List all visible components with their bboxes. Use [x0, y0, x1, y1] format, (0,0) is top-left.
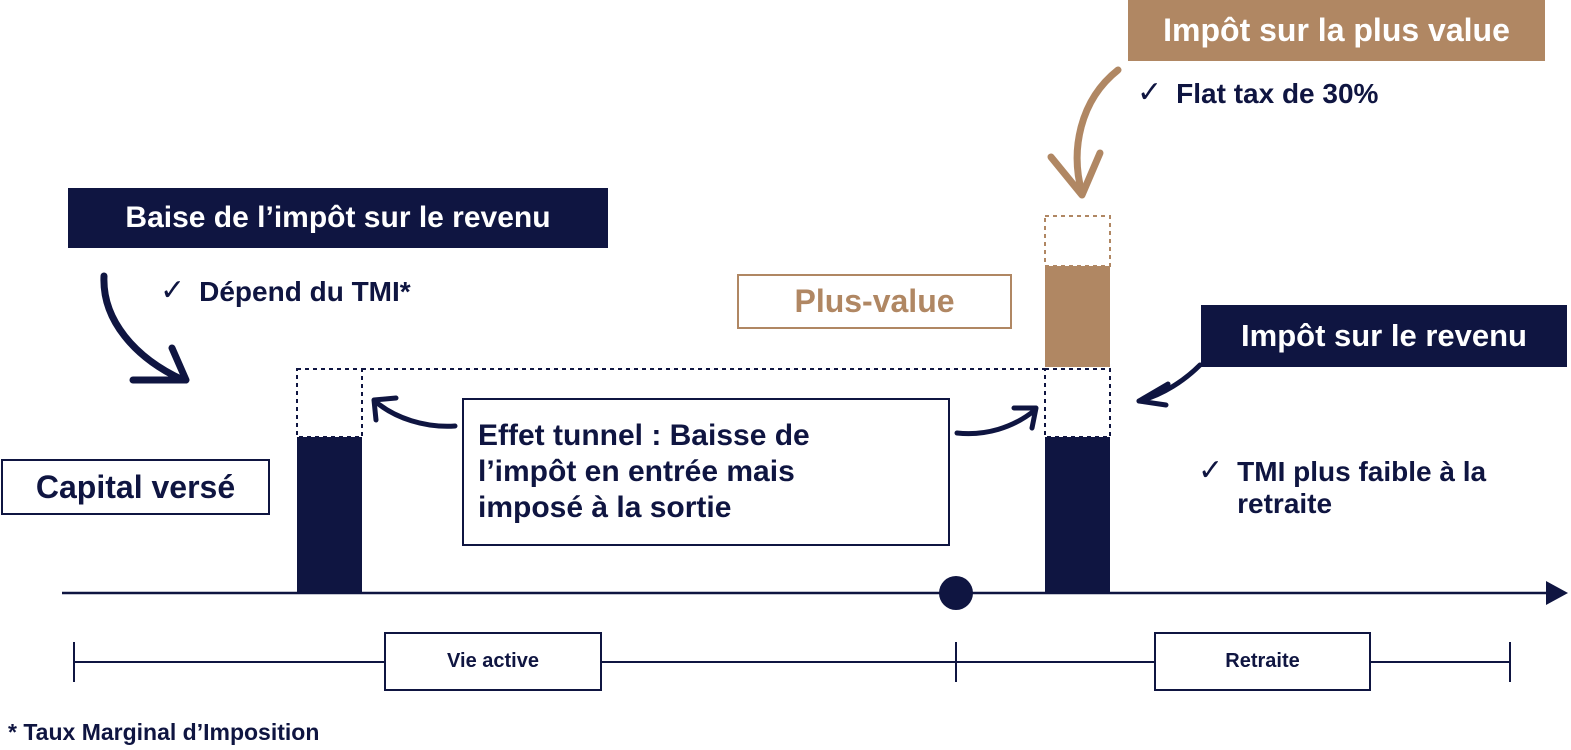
plus-value-label: Plus-value — [794, 283, 955, 319]
flat-tax-item: ✓ Flat tax de 30% — [1137, 78, 1378, 110]
check-icon: ✓ — [160, 274, 186, 307]
check-icon: ✓ — [1137, 76, 1163, 109]
left-tax-saving-dashed — [296, 368, 363, 438]
impot-revenu-box: Impôt sur le revenu — [1201, 305, 1567, 367]
plus-value-box: Plus-value — [737, 274, 1012, 329]
right-capital-bar — [1045, 437, 1110, 593]
tunnel-right-arrow-head-icon — [1011, 405, 1039, 431]
baisse-impot-box: Baise de l’impôt sur le revenu — [68, 188, 608, 248]
depend-tmi-item: ✓ Dépend du TMI* — [160, 276, 411, 308]
axis-arrowhead-icon — [1546, 581, 1568, 605]
retirement-point-icon — [939, 576, 973, 610]
retraite-label-box: Retraite — [1154, 632, 1371, 691]
right-plus-value-tax-dashed — [1044, 215, 1111, 267]
curved-arrow-head-icon — [129, 344, 190, 384]
tunnel-right-arrow-icon — [954, 407, 1038, 437]
effet-tunnel-box: Effet tunnel : Baisse de l’impôt en entr… — [462, 398, 950, 546]
tunnel-left-arrow-head-icon — [371, 395, 399, 423]
impot-plus-value-label: Impôt sur la plus value — [1163, 12, 1510, 48]
income-tax-arrow-head-icon — [1136, 381, 1171, 408]
gold-curved-arrow-head-icon — [1047, 149, 1104, 199]
curved-arrow-icon — [100, 272, 187, 384]
left-capital-bar — [297, 437, 362, 593]
impot-plus-value-box: Impôt sur la plus value — [1128, 0, 1545, 61]
footnote: * Taux Marginal d’Imposition — [8, 719, 319, 746]
check-icon: ✓ — [1198, 454, 1224, 487]
right-plus-value-bar — [1045, 266, 1110, 367]
depend-tmi-label: Dépend du TMI* — [199, 276, 411, 307]
capital-verse-box: Capital versé — [1, 459, 270, 515]
flat-tax-label: Flat tax de 30% — [1176, 78, 1379, 109]
tmi-plus-faible-label: TMI plus faible à la retraite — [1237, 456, 1487, 519]
right-income-tax-dashed — [1044, 368, 1111, 438]
baisse-impot-label: Baise de l’impôt sur le revenu — [125, 201, 551, 234]
tunnel-left-arrow-icon — [373, 399, 458, 429]
impot-revenu-label: Impôt sur le revenu — [1241, 318, 1527, 353]
retraite-label: Retraite — [1225, 650, 1300, 672]
tmi-plus-faible-item: ✓ TMI plus faible à la retraite — [1198, 456, 1507, 520]
capital-verse-label: Capital versé — [35, 468, 236, 505]
vie-active-label: Vie active — [447, 650, 539, 672]
gold-curved-arrow-icon — [1073, 66, 1122, 197]
footnote-text: * Taux Marginal d’Imposition — [8, 719, 320, 745]
effet-tunnel-label: Effet tunnel : Baisse de l’impôt en entr… — [478, 419, 810, 524]
vie-active-label-box: Vie active — [384, 632, 602, 691]
